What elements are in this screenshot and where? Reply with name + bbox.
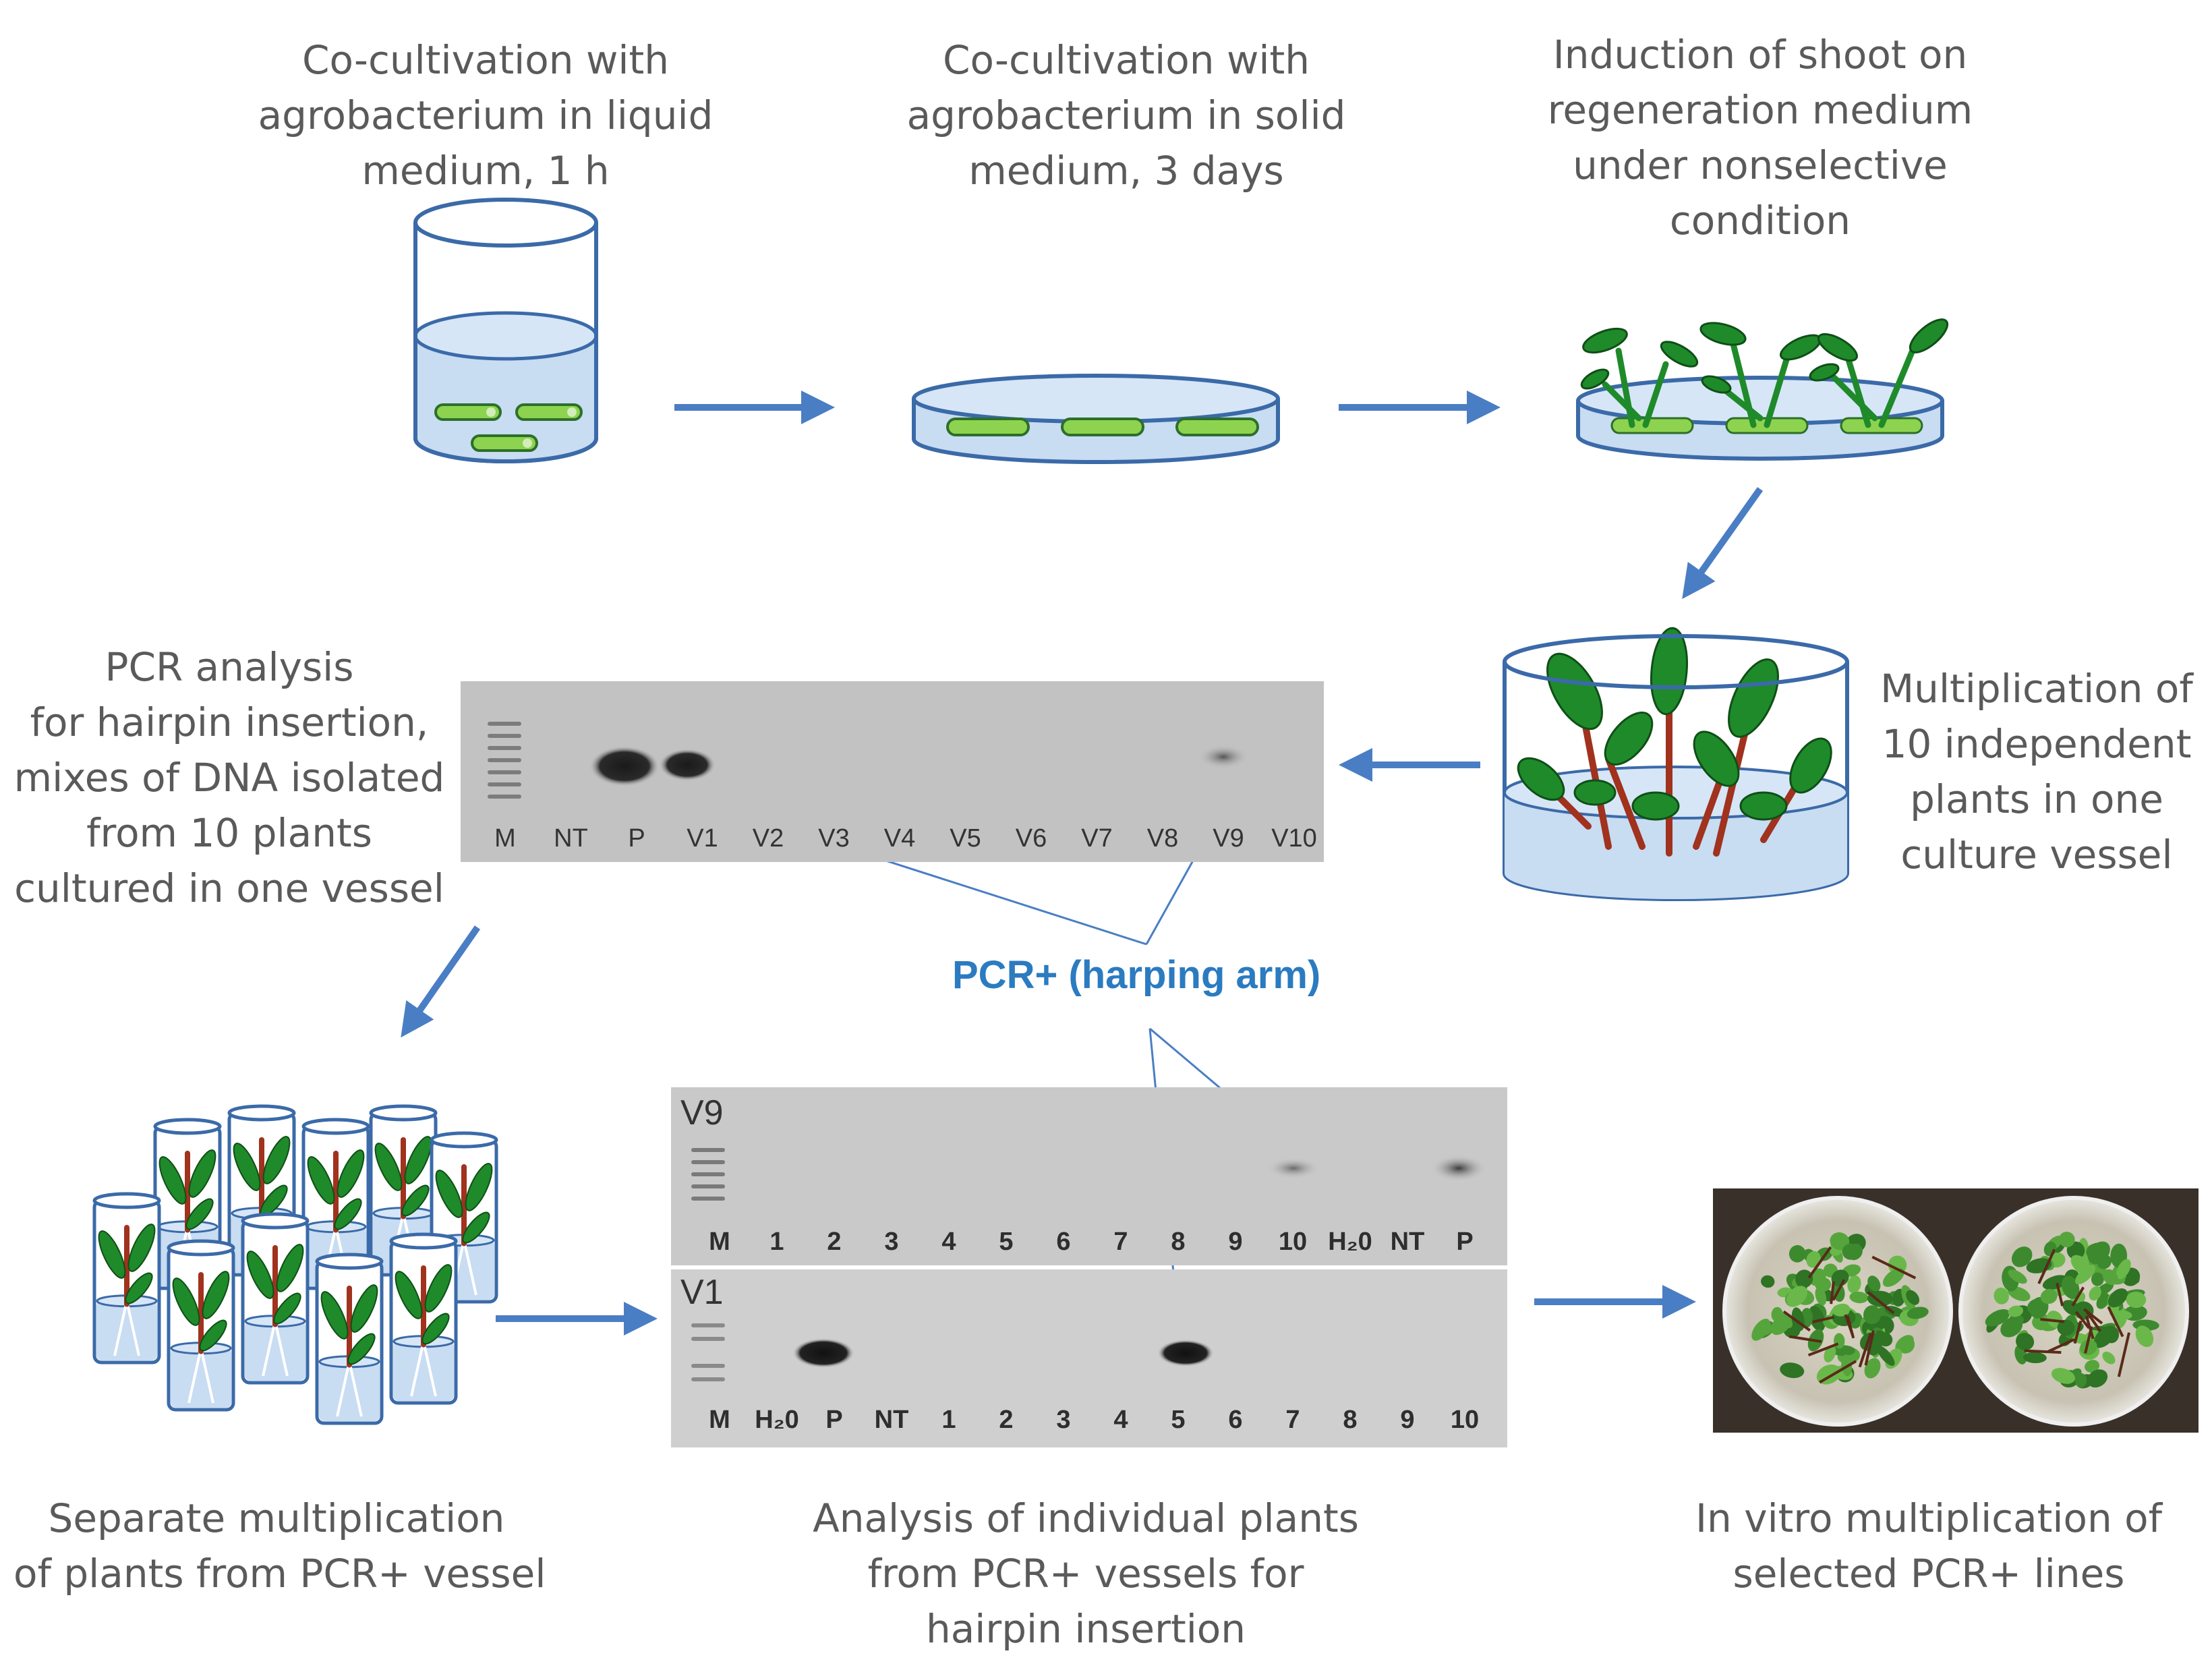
culture-tube	[315, 1253, 384, 1425]
band-v9	[1198, 745, 1249, 769]
gel_v1-lane-label: 6	[1228, 1406, 1243, 1434]
gel_v9-lane-label: NT	[1390, 1228, 1425, 1256]
gel_v9-lane-label: 5	[999, 1228, 1014, 1256]
band-v9-10	[1267, 1157, 1320, 1179]
band-p	[589, 746, 660, 786]
tube-cluster-icon	[92, 1104, 498, 1425]
gel_vessels-lane-label: V1	[687, 824, 718, 853]
band-v1-p	[792, 1338, 854, 1368]
gel_v9-lane-label: M	[709, 1228, 730, 1256]
gel_v9-lane-label: 3	[884, 1228, 899, 1256]
gel_v9-lane-label: 7	[1113, 1228, 1128, 1256]
petri-dish-icon	[912, 374, 1280, 464]
shoot-dish-icon	[1576, 318, 1949, 461]
gel_vessels-lane-label: NT	[554, 824, 588, 853]
culture-tube	[430, 1131, 498, 1304]
gel_v9-lane-label: P	[1456, 1228, 1474, 1256]
culture-tube	[369, 1104, 438, 1277]
pcr-positive-label: PCR+ (harping arm)	[952, 953, 1321, 997]
culture-tube	[389, 1232, 458, 1405]
plate-photo	[1713, 1188, 2199, 1433]
gel_v1-lane-label: 3	[1056, 1406, 1071, 1434]
gel_vessels-lane-label: V5	[950, 824, 981, 853]
gel_vessels-lane-label: V4	[883, 824, 916, 853]
culture-vessel-icon	[1503, 627, 1849, 901]
band-v9-p	[1430, 1155, 1487, 1182]
gel-v1-tag: V1	[680, 1273, 724, 1312]
arrow-step3-4	[1682, 487, 1764, 600]
gel_v1-lane-label: 2	[999, 1406, 1014, 1434]
gel_v1-lane-label: M	[709, 1406, 730, 1434]
gel_v9-lane-label: 9	[1228, 1228, 1243, 1256]
gel_v1-lane-label: 10	[1450, 1406, 1480, 1434]
gel_v9-lane-label: 8	[1171, 1228, 1186, 1256]
gel_v9-lane-label: 6	[1056, 1228, 1071, 1256]
beaker-icon	[413, 198, 598, 463]
gel_vessels-lane-label: P	[628, 824, 645, 853]
gel_vessels-lane-label: V2	[752, 824, 784, 853]
culture-tube	[167, 1239, 235, 1412]
gel_v9-lane-label: 10	[1278, 1228, 1308, 1256]
gel_v1-lane-label: H₂0	[755, 1406, 799, 1434]
gel-v1: V1 M H₂0 P NT 1 2 3 4 5 6 7 8 9 10	[671, 1269, 1507, 1447]
culture-tube	[92, 1192, 161, 1365]
gel-v9-tag: V9	[680, 1093, 724, 1132]
culture-tube	[241, 1212, 310, 1385]
band-v1	[659, 749, 716, 781]
gel-vessels: M NT P V1 V2 V3 V4 V5 V6 V7 V8 V9 V10	[461, 681, 1324, 862]
gel_v9-lane-label: 2	[827, 1228, 842, 1256]
gel_v1-lane-label: 8	[1343, 1406, 1358, 1434]
gel_v1-lane-label: NT	[874, 1406, 909, 1434]
gel_vessels-lane-label: V9	[1213, 824, 1244, 853]
gel_v9-lane-label: H₂0	[1328, 1228, 1372, 1256]
gel_v9-lane-label: 4	[941, 1228, 956, 1256]
gel_v1-lane-label: 5	[1171, 1406, 1186, 1434]
gel_vessels-lane-label: V3	[818, 824, 850, 853]
gel-v9: V9 M 1 2 3 4 5 6 7 8 9 10 H₂0 NT P	[671, 1087, 1507, 1265]
gel_vessels-lane-label: V7	[1081, 824, 1113, 853]
band-v1-5	[1157, 1340, 1214, 1367]
gel_v1-lane-label: 4	[1113, 1406, 1128, 1434]
gel_vessels-lane-label: M	[494, 824, 516, 853]
arrow-step5-6	[401, 925, 481, 1038]
gel_vessels-lane-label: V10	[1271, 824, 1317, 853]
gel_v1-lane-label: 1	[941, 1406, 956, 1434]
gel_v9-lane-label: 1	[769, 1228, 784, 1256]
gel_v1-lane-label: 7	[1285, 1406, 1300, 1434]
gel_vessels-lane-label: V8	[1146, 824, 1179, 853]
gel_v1-lane-label: 9	[1400, 1406, 1415, 1434]
gel_vessels-lane-label: V6	[1015, 824, 1047, 853]
gel_v1-lane-label: P	[825, 1406, 843, 1434]
